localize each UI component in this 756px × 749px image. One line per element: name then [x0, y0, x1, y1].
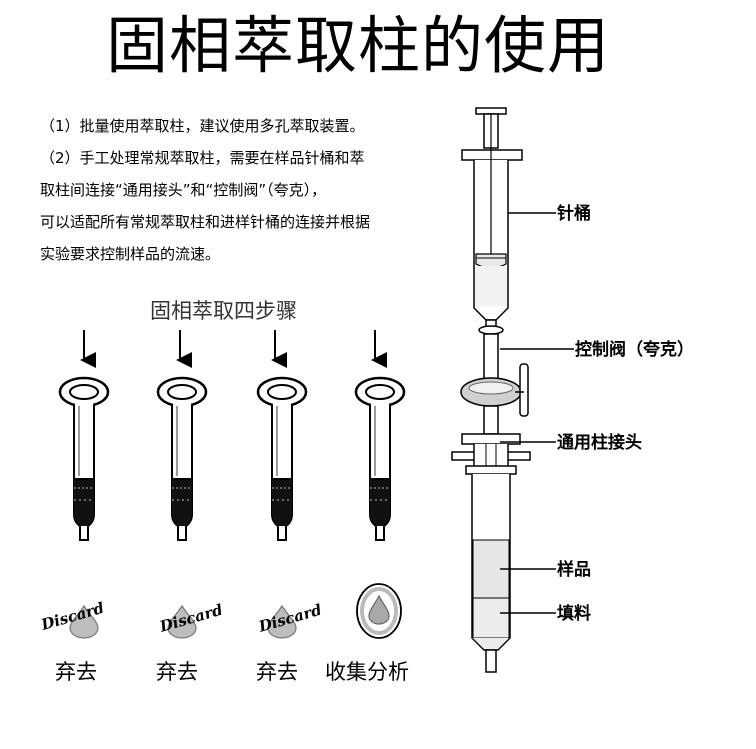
step-label: 弃去 [256, 660, 298, 684]
spe-cartridge [58, 376, 110, 542]
step-label: 弃去 [55, 660, 97, 684]
packing-band [472, 597, 510, 639]
step-label: 弃去 [156, 660, 198, 684]
callout-packing: 填料 [557, 603, 591, 624]
collect-drop [368, 594, 390, 625]
spe-cartridge-large [465, 465, 517, 673]
callout-syringe: 针桶 [557, 203, 591, 224]
steps-title: 固相萃取四步骤 [150, 299, 297, 323]
sample-band [472, 539, 510, 599]
discard-drop [267, 604, 297, 639]
universal-connector [451, 433, 531, 495]
instructions: （1）批量使用萃取柱，建议使用多孔萃取装置。 （2）手工处理常规萃取柱，需要在样… [40, 110, 435, 270]
spe-cartridge [354, 376, 406, 542]
step-3 [256, 330, 308, 639]
spe-cartridge [156, 376, 208, 542]
step-1 [58, 330, 110, 639]
syringe-barrel [461, 107, 523, 335]
callout-sample: 样品 [557, 559, 591, 580]
spe-steps-diagram: Discard Discard Discard [38, 330, 406, 639]
instruction-line: （2）手工处理常规萃取柱，需要在样品针桶和萃 [40, 149, 365, 167]
spe-cartridge [256, 376, 308, 542]
step-2 [156, 330, 208, 639]
instruction-line: 实验要求控制样品的流速。 [40, 245, 221, 263]
discard-drop [69, 604, 99, 639]
control-valve [460, 333, 529, 435]
instruction-line: 取柱间连接“通用接头”和“控制阀”（夸克）， [40, 181, 327, 199]
discard-drop [167, 604, 197, 639]
instruction-line: 可以适配所有常规萃取柱和进样针桶的连接并根据 [40, 213, 371, 231]
callout-connector: 通用柱接头 [557, 432, 642, 453]
step-label: 收集分析 [325, 660, 409, 684]
step-4 [354, 330, 406, 639]
page-title: 固相萃取柱的使用 [105, 9, 610, 82]
instruction-line: （1）批量使用萃取柱，建议使用多孔萃取装置。 [40, 117, 365, 135]
callout-valve: 控制阀（夸克） [575, 339, 694, 360]
